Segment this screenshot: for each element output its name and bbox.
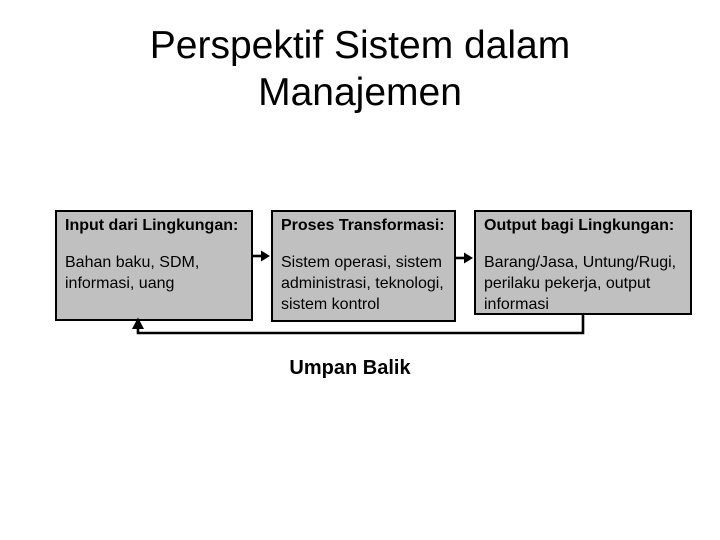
box-process-header: Proses Transformasi:: [281, 217, 445, 234]
box-output-body: Barang/Jasa, Untung/Rugi, perilaku peker…: [484, 254, 677, 313]
box-input-header: Input dari Lingkungan:: [65, 217, 239, 234]
feedback-label: Umpan Balik: [289, 357, 411, 379]
slide-title-line-2: Manajemen: [258, 71, 462, 114]
box-process-body: Sistem operasi, sistem administrasi, tek…: [281, 254, 444, 313]
diagram-box-output: Output bagi Lingkungan: Barang/Jasa, Unt…: [474, 210, 692, 315]
diagram-box-input: Input dari Lingkungan: Bahan baku, SDM, …: [55, 210, 253, 321]
flow-arrow-input-to-process-icon: [251, 250, 270, 262]
slide-title: Perspektif Sistem dalam Manajemen: [0, 22, 720, 116]
diagram-box-process: Proses Transformasi: Sistem operasi, sis…: [271, 210, 456, 322]
box-output-header: Output bagi Lingkungan:: [484, 217, 675, 234]
flow-arrow-process-to-output-icon: [454, 252, 473, 264]
slide-title-line-1: Perspektif Sistem dalam: [149, 24, 571, 67]
box-input-body: Bahan baku, SDM, informasi, uang: [65, 254, 200, 292]
